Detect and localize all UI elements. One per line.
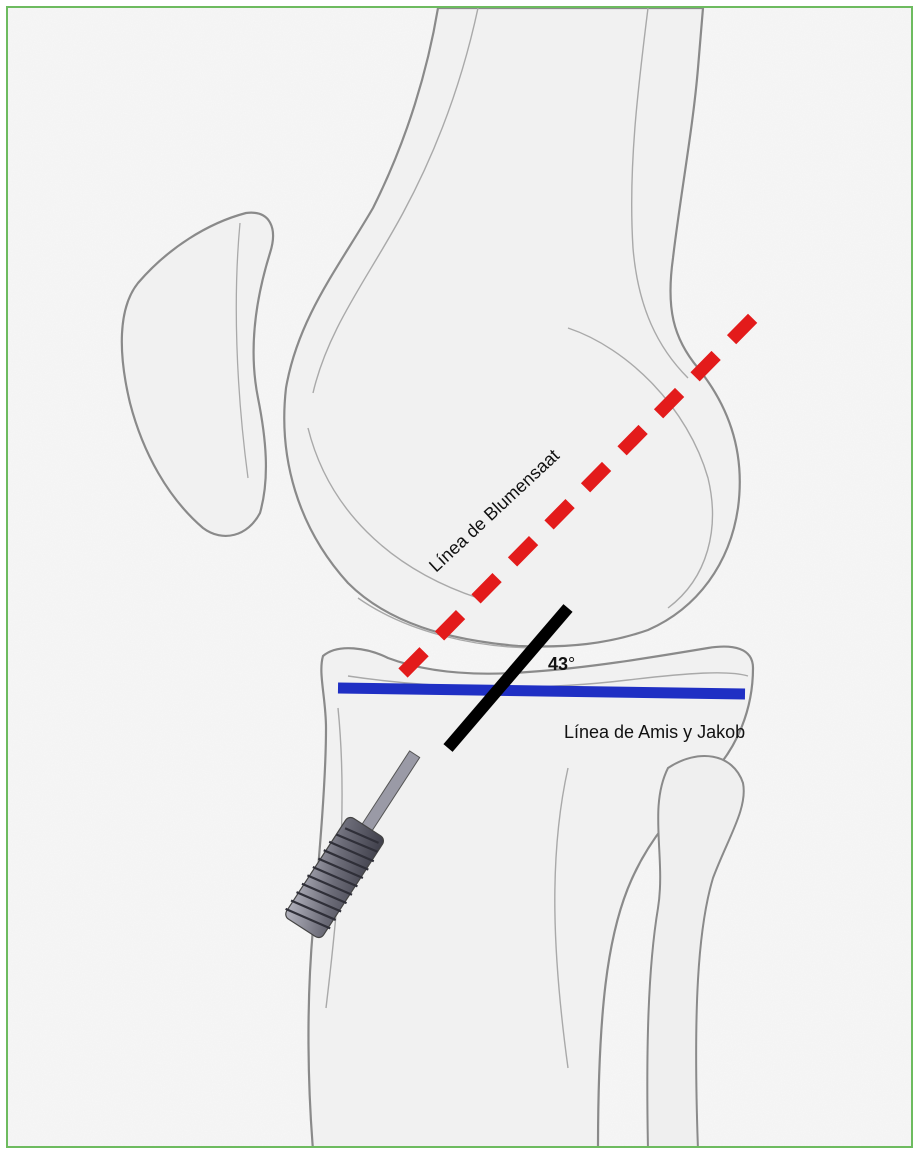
degree-symbol: ° xyxy=(568,654,575,674)
knee-diagram: Línea de Blumensaat 43° Línea de Amis y … xyxy=(8,8,913,1148)
figure-frame: Línea de Blumensaat 43° Línea de Amis y … xyxy=(6,6,913,1148)
amis-jakob-label: Línea de Amis y Jakob xyxy=(564,722,745,742)
angle-value: 43 xyxy=(548,654,568,674)
angle-label: 43° xyxy=(548,654,575,674)
amis-jakob-line xyxy=(338,688,745,694)
